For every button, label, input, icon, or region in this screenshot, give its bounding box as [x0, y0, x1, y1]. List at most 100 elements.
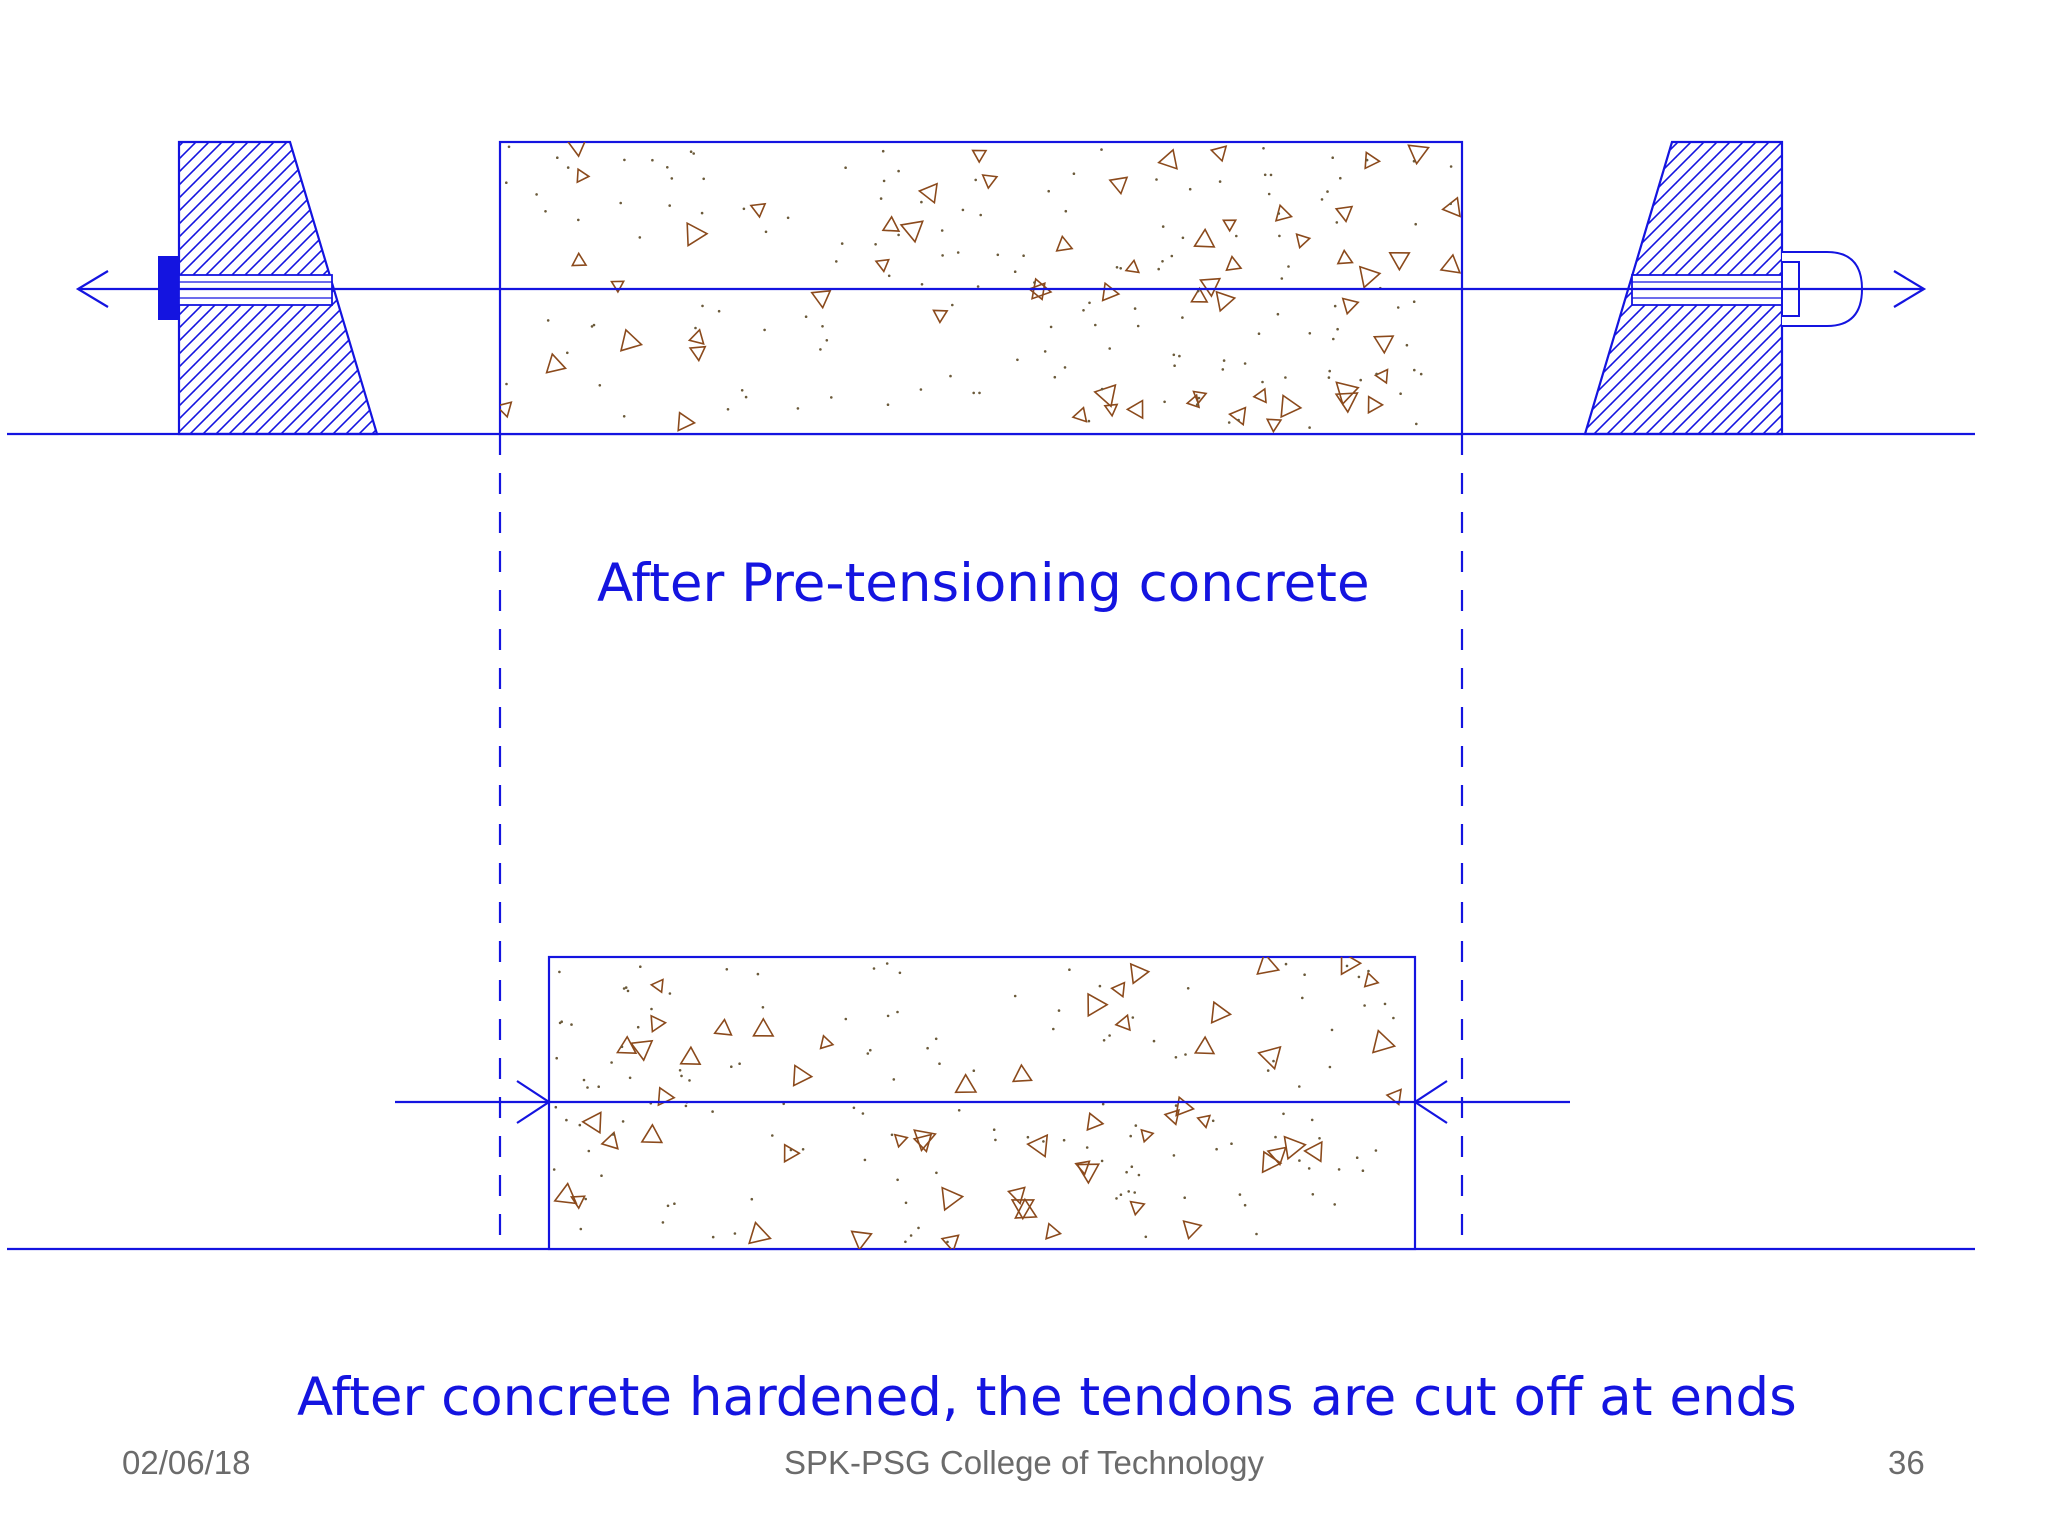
aggregate-dot [949, 374, 952, 378]
aggregate-triangle [1193, 1035, 1216, 1055]
aggregate-dot [556, 156, 559, 159]
aggregate-triangle [650, 1014, 668, 1034]
aggregate-dot [740, 389, 744, 392]
aggregate-dot [1101, 1102, 1105, 1106]
aggregate-dot [565, 1118, 568, 1122]
aggregate-dot [1211, 1119, 1215, 1123]
aggregate-dot [1272, 1059, 1275, 1063]
aggregate-dot [1230, 1142, 1233, 1145]
aggregate-triangle [1364, 150, 1382, 170]
aggregate-triangle [1439, 253, 1462, 274]
aggregate-dot [887, 274, 891, 278]
aggregate-dot [1043, 350, 1047, 353]
aggregate-triangle [1407, 144, 1430, 166]
aggregate-dot [1263, 173, 1267, 177]
aggregate-triangle [1193, 227, 1216, 248]
aggregate-dot [1396, 306, 1400, 309]
aggregate-dot [744, 395, 748, 399]
aggregate-triangle [1110, 981, 1126, 999]
aggregate-dot [1087, 419, 1091, 423]
aggregate-triangle [1055, 234, 1074, 252]
aggregate-dot [592, 323, 596, 327]
aggregate-dot [738, 1062, 741, 1065]
aggregate-dot [869, 1048, 872, 1052]
aggregate-triangle [749, 202, 767, 219]
aggregate-dot [1277, 212, 1281, 215]
aggregate-dot [1013, 994, 1017, 998]
aggregate-dot [1357, 975, 1361, 979]
aggregate-dot [742, 207, 746, 211]
aggregate-dot [1328, 1065, 1332, 1069]
aggregate-dot [1174, 1056, 1178, 1059]
aggregate-triangle [1303, 1140, 1323, 1163]
caption-tendons-cut: After concrete hardened, the tendons are… [297, 1367, 1797, 1428]
aggregate-dot [1127, 1190, 1130, 1193]
aggregate-triangle [1280, 394, 1303, 419]
aggregate-triangle [1185, 393, 1201, 409]
aggregate-triangle [783, 1143, 801, 1164]
aggregate-dot [1282, 1112, 1285, 1116]
aggregate-dot [1100, 1159, 1104, 1163]
aggregate-triangle [1388, 251, 1411, 272]
aggregate-dot [919, 388, 923, 391]
aggregate-triangle [792, 1064, 814, 1087]
aggregate-dot [555, 1056, 558, 1060]
aggregate-dot [1333, 1203, 1336, 1206]
aggregate-dot [1108, 1034, 1111, 1037]
aggregate-dot [1374, 1149, 1378, 1152]
aggregate-triangle [1363, 971, 1380, 988]
aggregate-triangle [932, 309, 949, 324]
aggregate-triangle [1087, 992, 1109, 1018]
aggregate-dot [566, 351, 569, 355]
aggregate-triangle [971, 149, 988, 164]
aggregate-triangle [1341, 297, 1360, 316]
aggregate-dot [1172, 353, 1176, 357]
aggregate-dot [1173, 364, 1176, 368]
aggregate-dot [920, 283, 924, 286]
aggregate-dot [1042, 1140, 1045, 1143]
aggregate-triangle [1125, 399, 1144, 420]
aggregate-triangle [1373, 368, 1389, 385]
aggregate-dot [1161, 225, 1165, 228]
aggregate-dot [619, 201, 622, 205]
aggregate-dot [885, 962, 889, 965]
aggregate-triangle [1011, 1063, 1033, 1083]
aggregate-dot [1049, 325, 1053, 329]
aggregate-dot [1413, 368, 1416, 372]
aggregate-dot [1133, 1191, 1136, 1194]
aggregate-dot [994, 1138, 997, 1142]
aggregate-triangle [545, 352, 568, 374]
aggregate-dot [896, 1010, 899, 1014]
aggregate-dot [1255, 1232, 1258, 1236]
aggregate-dot [1449, 165, 1453, 168]
aggregate-dot [598, 384, 602, 387]
aggregate-dot [579, 1227, 583, 1231]
aggregate-triangle [1026, 1133, 1049, 1158]
aggregate-triangle [1215, 290, 1237, 313]
aggregate-dot [1102, 1039, 1106, 1042]
aggregate-dot [733, 1232, 737, 1235]
aggregate-dot [611, 1133, 615, 1136]
aggregate-triangle [649, 978, 664, 994]
aggregate-dot [578, 1123, 582, 1127]
aggregate-dot [694, 326, 697, 330]
aggregate-dot [844, 1017, 848, 1021]
aggregate-dot [1419, 372, 1423, 376]
footer-institution: SPK-PSG College of Technology [784, 1444, 1264, 1481]
aggregate-dot [1163, 400, 1166, 404]
aggregate-dot [1152, 1039, 1156, 1043]
aggregate-dot [909, 1234, 913, 1237]
aggregate-triangle [1163, 1108, 1180, 1126]
aggregate-dot [897, 169, 900, 173]
aggregate-dot [879, 197, 883, 200]
aggregate-dot [1333, 304, 1337, 308]
footer-page-number: 36 [1888, 1444, 1925, 1481]
aggregate-dot [1133, 307, 1137, 310]
aggregate-dot [1094, 323, 1097, 327]
aggregate-dot [1365, 158, 1369, 162]
aggregate-dot [1088, 301, 1091, 305]
aggregate-dot [1367, 969, 1370, 973]
aggregate-dot [1218, 180, 1222, 183]
aggregate-dot [622, 415, 626, 418]
